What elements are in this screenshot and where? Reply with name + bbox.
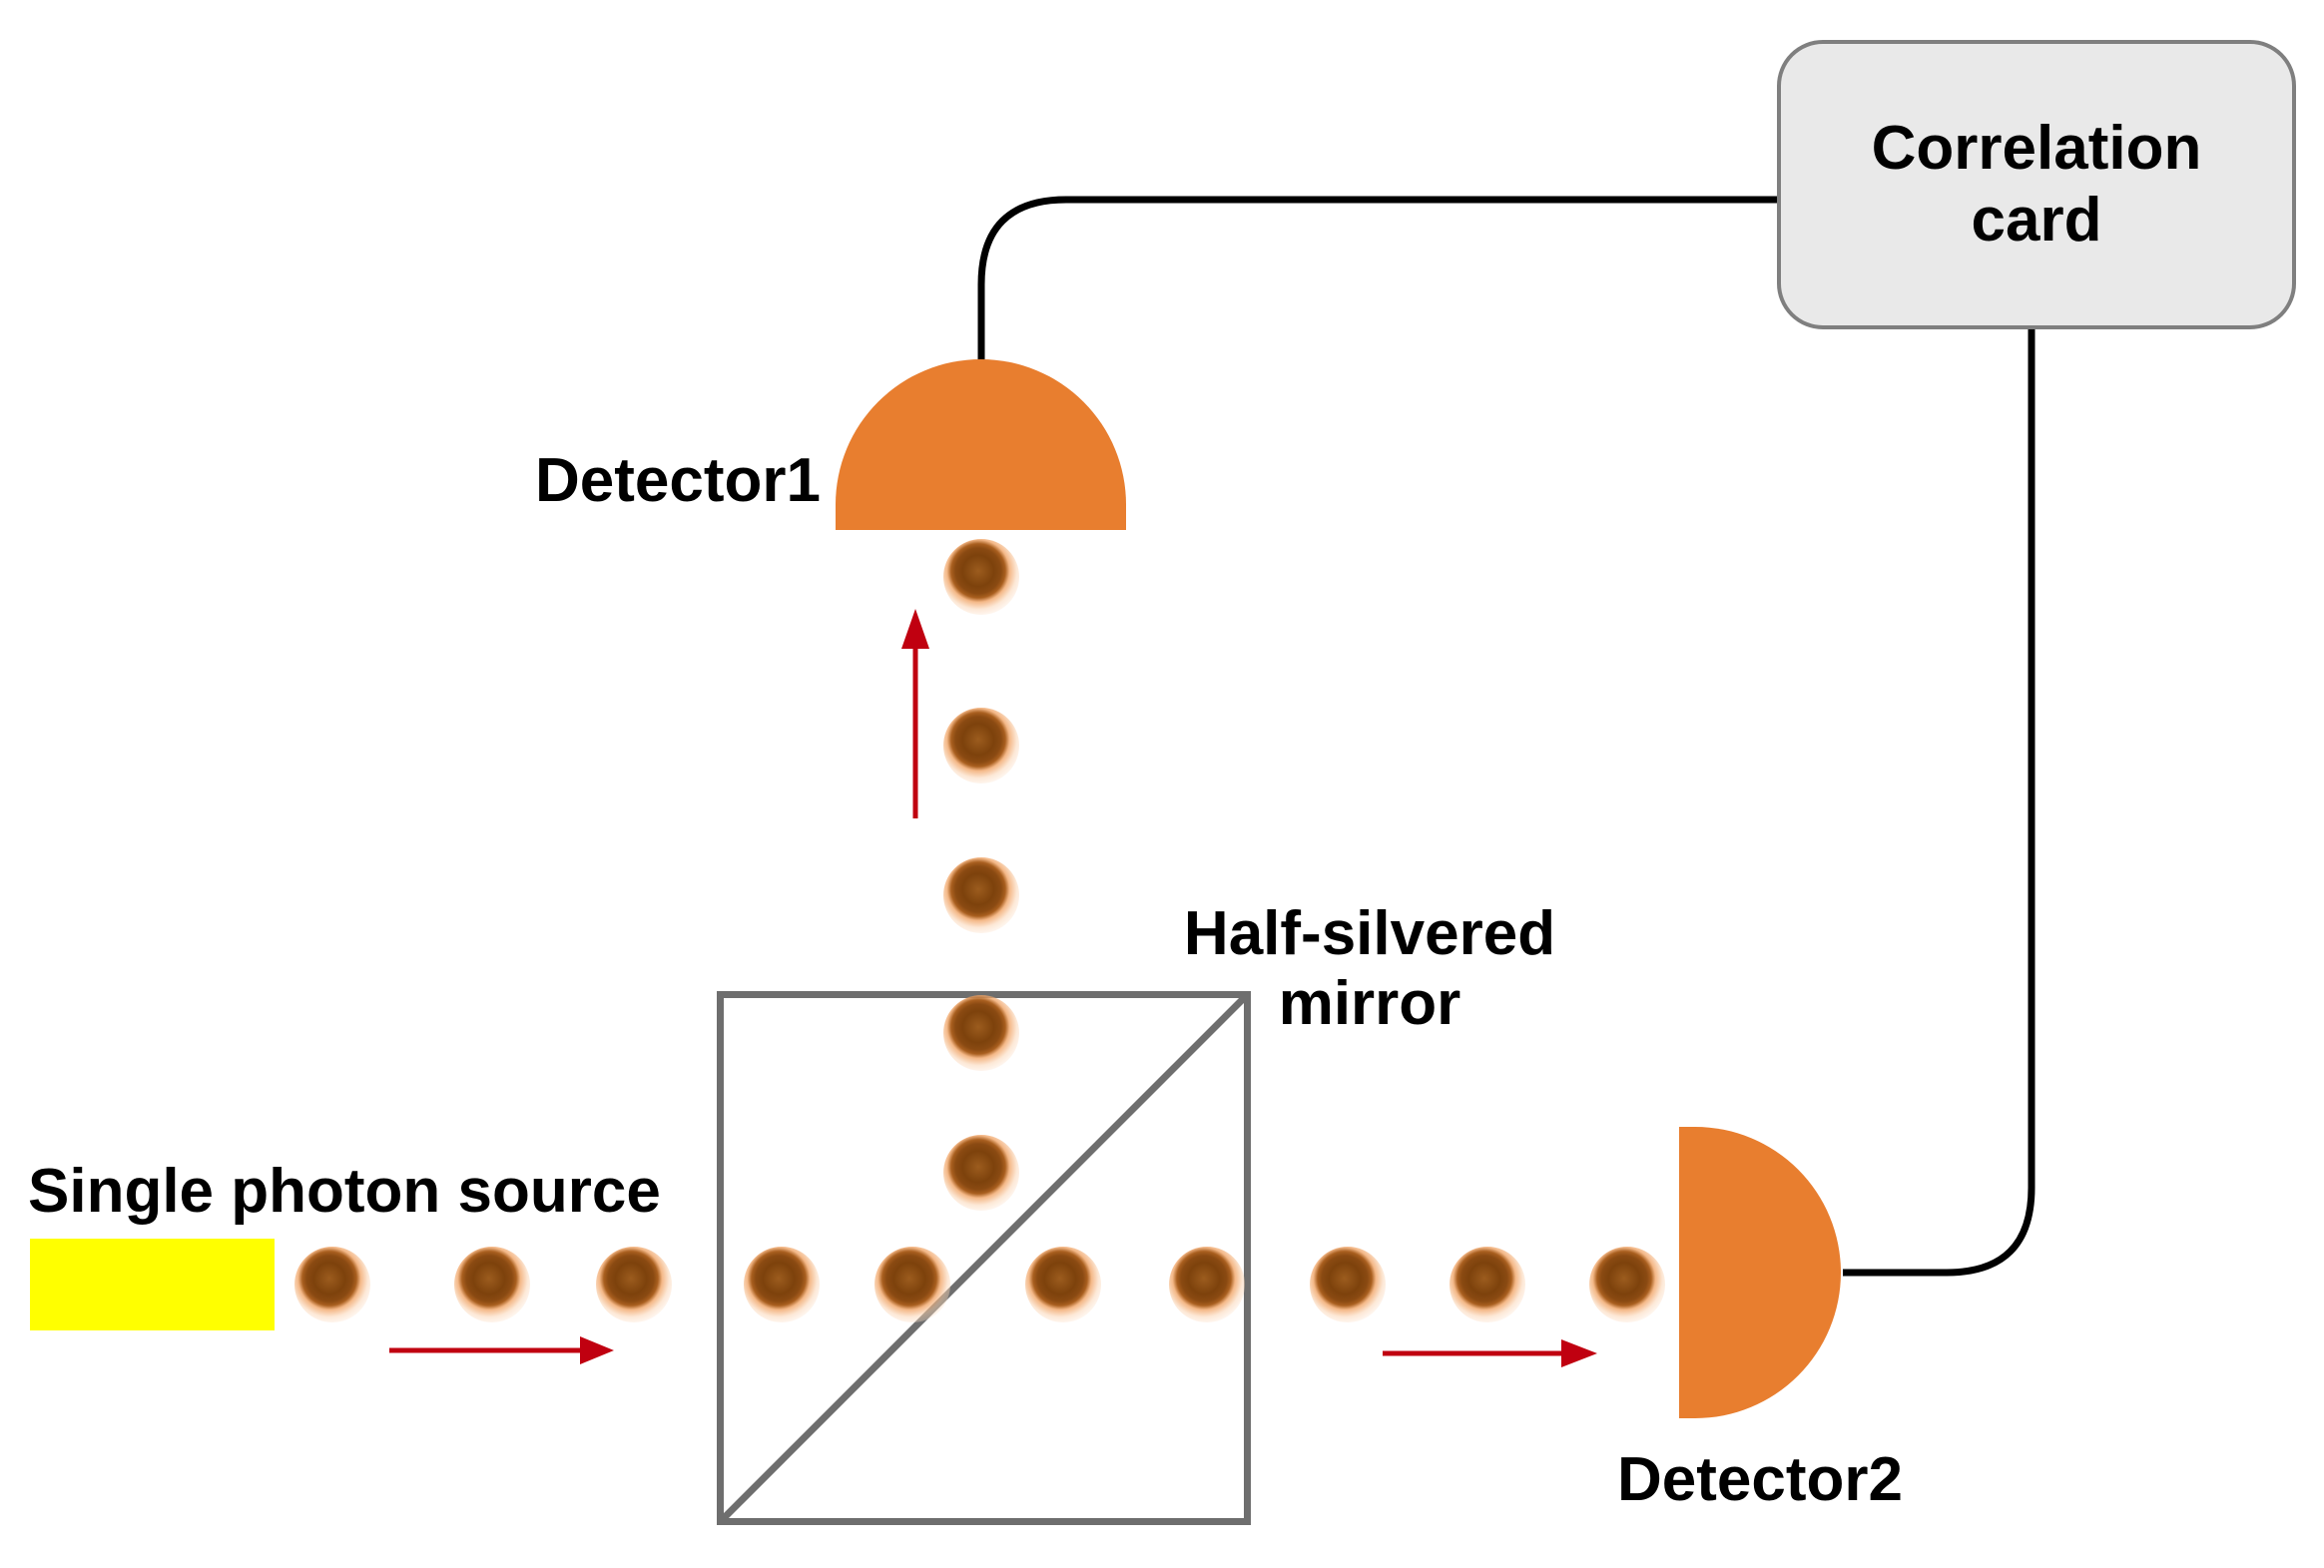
mirror-diagonal-line bbox=[720, 994, 1248, 1522]
detector1-label: Detector1 bbox=[535, 446, 821, 515]
detector2-label: Detector2 bbox=[1617, 1445, 1903, 1514]
correlation-card-box: Correlation card bbox=[1777, 40, 2296, 329]
photon-dot bbox=[1025, 1247, 1101, 1322]
photon-dot bbox=[874, 1247, 950, 1322]
card-to-detector2-cable bbox=[1843, 321, 2035, 1277]
photon-dot bbox=[1589, 1247, 1665, 1322]
photon-dot bbox=[1310, 1247, 1386, 1322]
photon-dot bbox=[454, 1247, 530, 1322]
mirror-label-line1: Half-silvered bbox=[1183, 899, 1556, 968]
photon-dot bbox=[943, 539, 1019, 615]
photon-dot bbox=[943, 857, 1019, 933]
photon-dot bbox=[294, 1247, 370, 1322]
mirror-label-line2: mirror bbox=[1278, 969, 1461, 1038]
beam-arrow-left bbox=[389, 1336, 614, 1364]
photon-dot bbox=[943, 708, 1019, 784]
correlation-card-label-line1: Correlation bbox=[1871, 114, 2202, 183]
beam-arrow-up bbox=[901, 609, 929, 818]
photon-dot bbox=[1169, 1247, 1245, 1322]
beam-arrow-right bbox=[1383, 1339, 1597, 1367]
detector1-to-card-cable bbox=[977, 196, 1787, 371]
photon-dot bbox=[943, 1135, 1019, 1211]
half-silvered-mirror-label: Half-silvered mirror bbox=[1170, 899, 1569, 1039]
single-photon-source-label: Single photon source bbox=[28, 1157, 661, 1226]
photon-dot bbox=[744, 1247, 820, 1322]
photon-dot bbox=[943, 995, 1019, 1071]
photon-dot bbox=[1450, 1247, 1525, 1322]
correlation-card-label-line2: card bbox=[1971, 186, 2102, 255]
photon-dot bbox=[596, 1247, 672, 1322]
single-photon-source-box bbox=[30, 1239, 275, 1330]
